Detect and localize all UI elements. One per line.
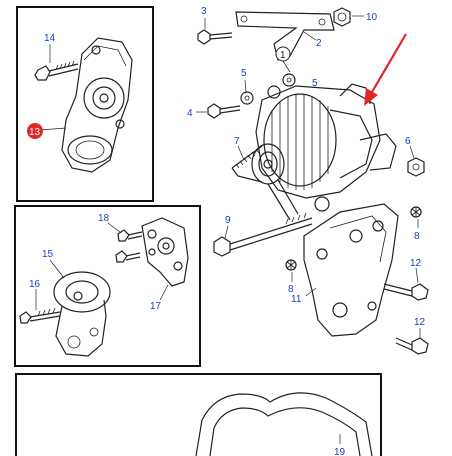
callout-1: 1 bbox=[280, 50, 286, 61]
bolt-12-upper[interactable] bbox=[383, 283, 429, 301]
callout-12-lower: 12 bbox=[414, 317, 426, 328]
inset-box-belt bbox=[15, 373, 382, 456]
bolt-14[interactable] bbox=[34, 60, 79, 81]
callout-7: 7 bbox=[234, 136, 240, 147]
inset-box-tensioner bbox=[16, 6, 154, 202]
callout-10: 10 bbox=[366, 12, 378, 23]
washer-6[interactable] bbox=[407, 157, 425, 177]
callout-15: 15 bbox=[42, 249, 54, 260]
callout-19: 19 bbox=[334, 447, 346, 456]
bolt-9[interactable] bbox=[213, 212, 313, 257]
tensioner-15[interactable] bbox=[53, 271, 111, 357]
drive-belt-19[interactable] bbox=[195, 392, 373, 456]
callout-14: 14 bbox=[44, 33, 56, 44]
bolt-18-lower[interactable] bbox=[115, 250, 141, 263]
lock-washer-8-left[interactable] bbox=[285, 259, 297, 271]
alternator[interactable] bbox=[255, 83, 397, 212]
tensioner-13[interactable] bbox=[61, 37, 133, 173]
callout-12-upper: 12 bbox=[410, 258, 422, 269]
inset-box-tensioner-assembly bbox=[14, 205, 201, 367]
red-arrow-icon bbox=[364, 33, 407, 106]
bolt-12-lower[interactable] bbox=[395, 337, 429, 355]
callout-16: 16 bbox=[29, 279, 41, 290]
bolt-16[interactable] bbox=[19, 307, 61, 324]
callout-5-left: 5 bbox=[241, 68, 247, 79]
callout-13: 13 bbox=[29, 127, 41, 138]
callout-9: 9 bbox=[225, 215, 231, 226]
bolt-18-upper[interactable] bbox=[117, 229, 143, 242]
bolt-4[interactable] bbox=[207, 103, 241, 119]
red-dot-marker-icon bbox=[27, 123, 43, 139]
belt-7[interactable] bbox=[231, 145, 299, 221]
callout-6: 6 bbox=[405, 136, 411, 147]
nut-10[interactable] bbox=[333, 7, 351, 27]
callout-4: 4 bbox=[187, 108, 193, 119]
callout-18: 18 bbox=[98, 213, 110, 224]
callout-5-right: 5 bbox=[312, 78, 318, 89]
callout-3: 3 bbox=[201, 6, 207, 17]
washer-5[interactable] bbox=[282, 73, 296, 87]
callout-17: 17 bbox=[150, 301, 162, 312]
callout-11: 11 bbox=[291, 294, 302, 305]
lock-washer-8-right[interactable] bbox=[410, 206, 422, 218]
callout-2: 2 bbox=[316, 38, 322, 49]
washer-5-left[interactable] bbox=[240, 91, 254, 105]
bolt-3[interactable] bbox=[197, 29, 233, 45]
callout-8-left: 8 bbox=[288, 284, 294, 295]
bracket-17[interactable] bbox=[141, 217, 189, 287]
callout-8-right: 8 bbox=[414, 231, 420, 242]
mounting-bracket-11[interactable] bbox=[303, 203, 399, 337]
